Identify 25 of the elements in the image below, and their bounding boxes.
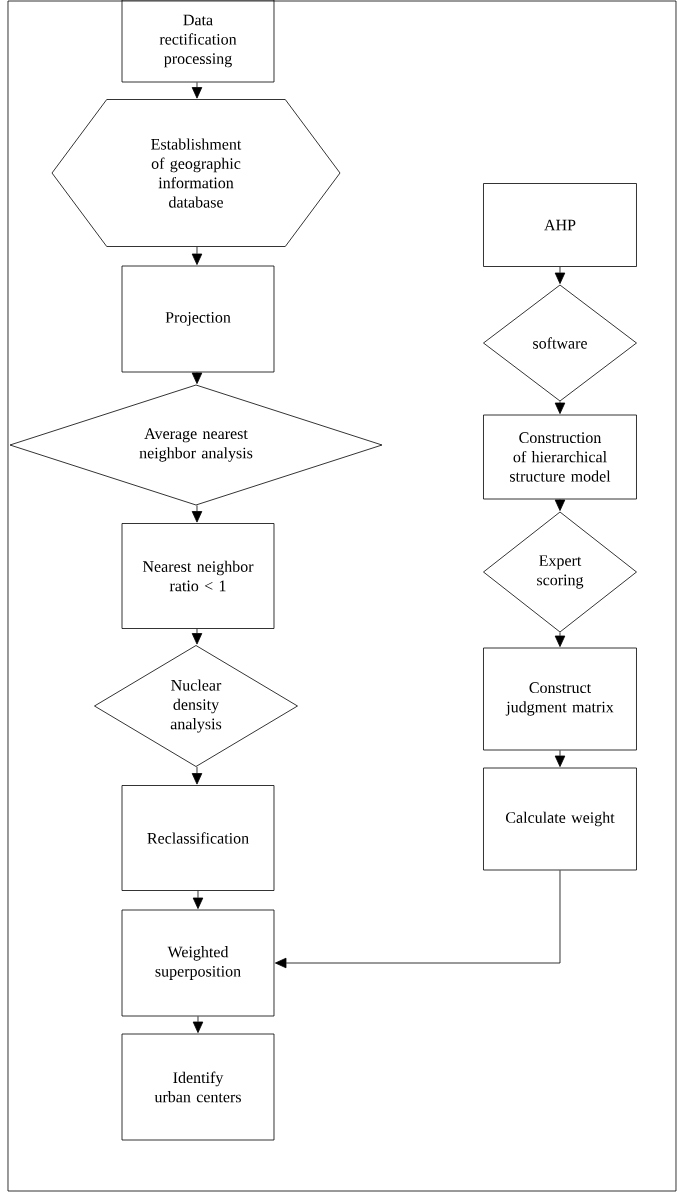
arrow — [554, 401, 566, 414]
arrow — [191, 246, 203, 265]
process-box: Data rectification processing — [121, 0, 275, 83]
process-box: Construct judgment matrix — [483, 647, 637, 751]
process-box: Construction of hierarchical structure model — [483, 414, 637, 500]
arrow — [192, 1016, 204, 1033]
process-box: Weighted superposition — [121, 909, 275, 1017]
arrow — [191, 82, 203, 99]
arrow — [554, 750, 566, 767]
process-box: AHP — [483, 183, 637, 267]
arrow — [554, 632, 566, 647]
arrow — [191, 766, 203, 785]
process-box: Calculate weight — [483, 767, 637, 871]
process-box: Reclassification — [121, 785, 275, 891]
arrow — [191, 628, 203, 645]
arrow — [275, 870, 561, 969]
preparation-hexagon: Establishment of geographic information database — [51, 99, 341, 247]
arrow — [554, 266, 566, 284]
arrow — [191, 372, 203, 384]
arrow — [191, 505, 203, 523]
process-box: Identify urban centers — [121, 1033, 275, 1141]
arrow — [192, 890, 204, 909]
process-box: Projection — [121, 265, 275, 373]
arrow — [554, 499, 566, 511]
process-box: Nearest neighbor ratio < 1 — [121, 523, 275, 629]
